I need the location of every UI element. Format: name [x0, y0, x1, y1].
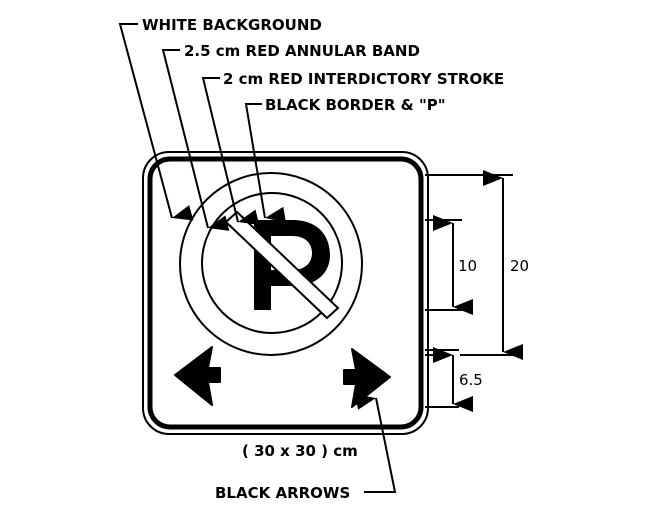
right-arrow-icon	[343, 348, 391, 408]
callout-black-border-p: BLACK BORDER & "P"	[265, 96, 446, 114]
sign-size-label: ( 30 x 30 ) cm	[242, 442, 358, 460]
leader-interdictory-stroke	[201, 77, 260, 226]
dimension-p-height	[425, 215, 473, 315]
leader-black-arrows	[354, 394, 397, 493]
interdictory-stroke	[224, 210, 340, 320]
dim-label-10: 10	[458, 257, 477, 275]
leader-annular-band	[161, 49, 230, 231]
callout-annular-band: 2.5 cm RED ANNULAR BAND	[184, 42, 420, 60]
dim-label-20: 20	[510, 257, 529, 275]
p-letter-icon	[254, 220, 330, 310]
leader-black-border-p	[244, 103, 287, 223]
callout-interdictory-stroke: 2 cm RED INTERDICTORY STROKE	[223, 70, 504, 88]
callout-white-background: WHITE BACKGROUND	[142, 16, 322, 34]
left-arrow-icon	[174, 346, 221, 406]
sign-black-border	[147, 156, 424, 430]
dim-label-6-5: 6.5	[459, 371, 483, 389]
annular-band-inner	[201, 192, 343, 334]
callout-black-arrows: BLACK ARROWS	[215, 484, 350, 502]
annular-band-outer	[179, 172, 363, 356]
leader-white-background	[118, 23, 194, 221]
dimension-arrow-height	[425, 347, 473, 412]
